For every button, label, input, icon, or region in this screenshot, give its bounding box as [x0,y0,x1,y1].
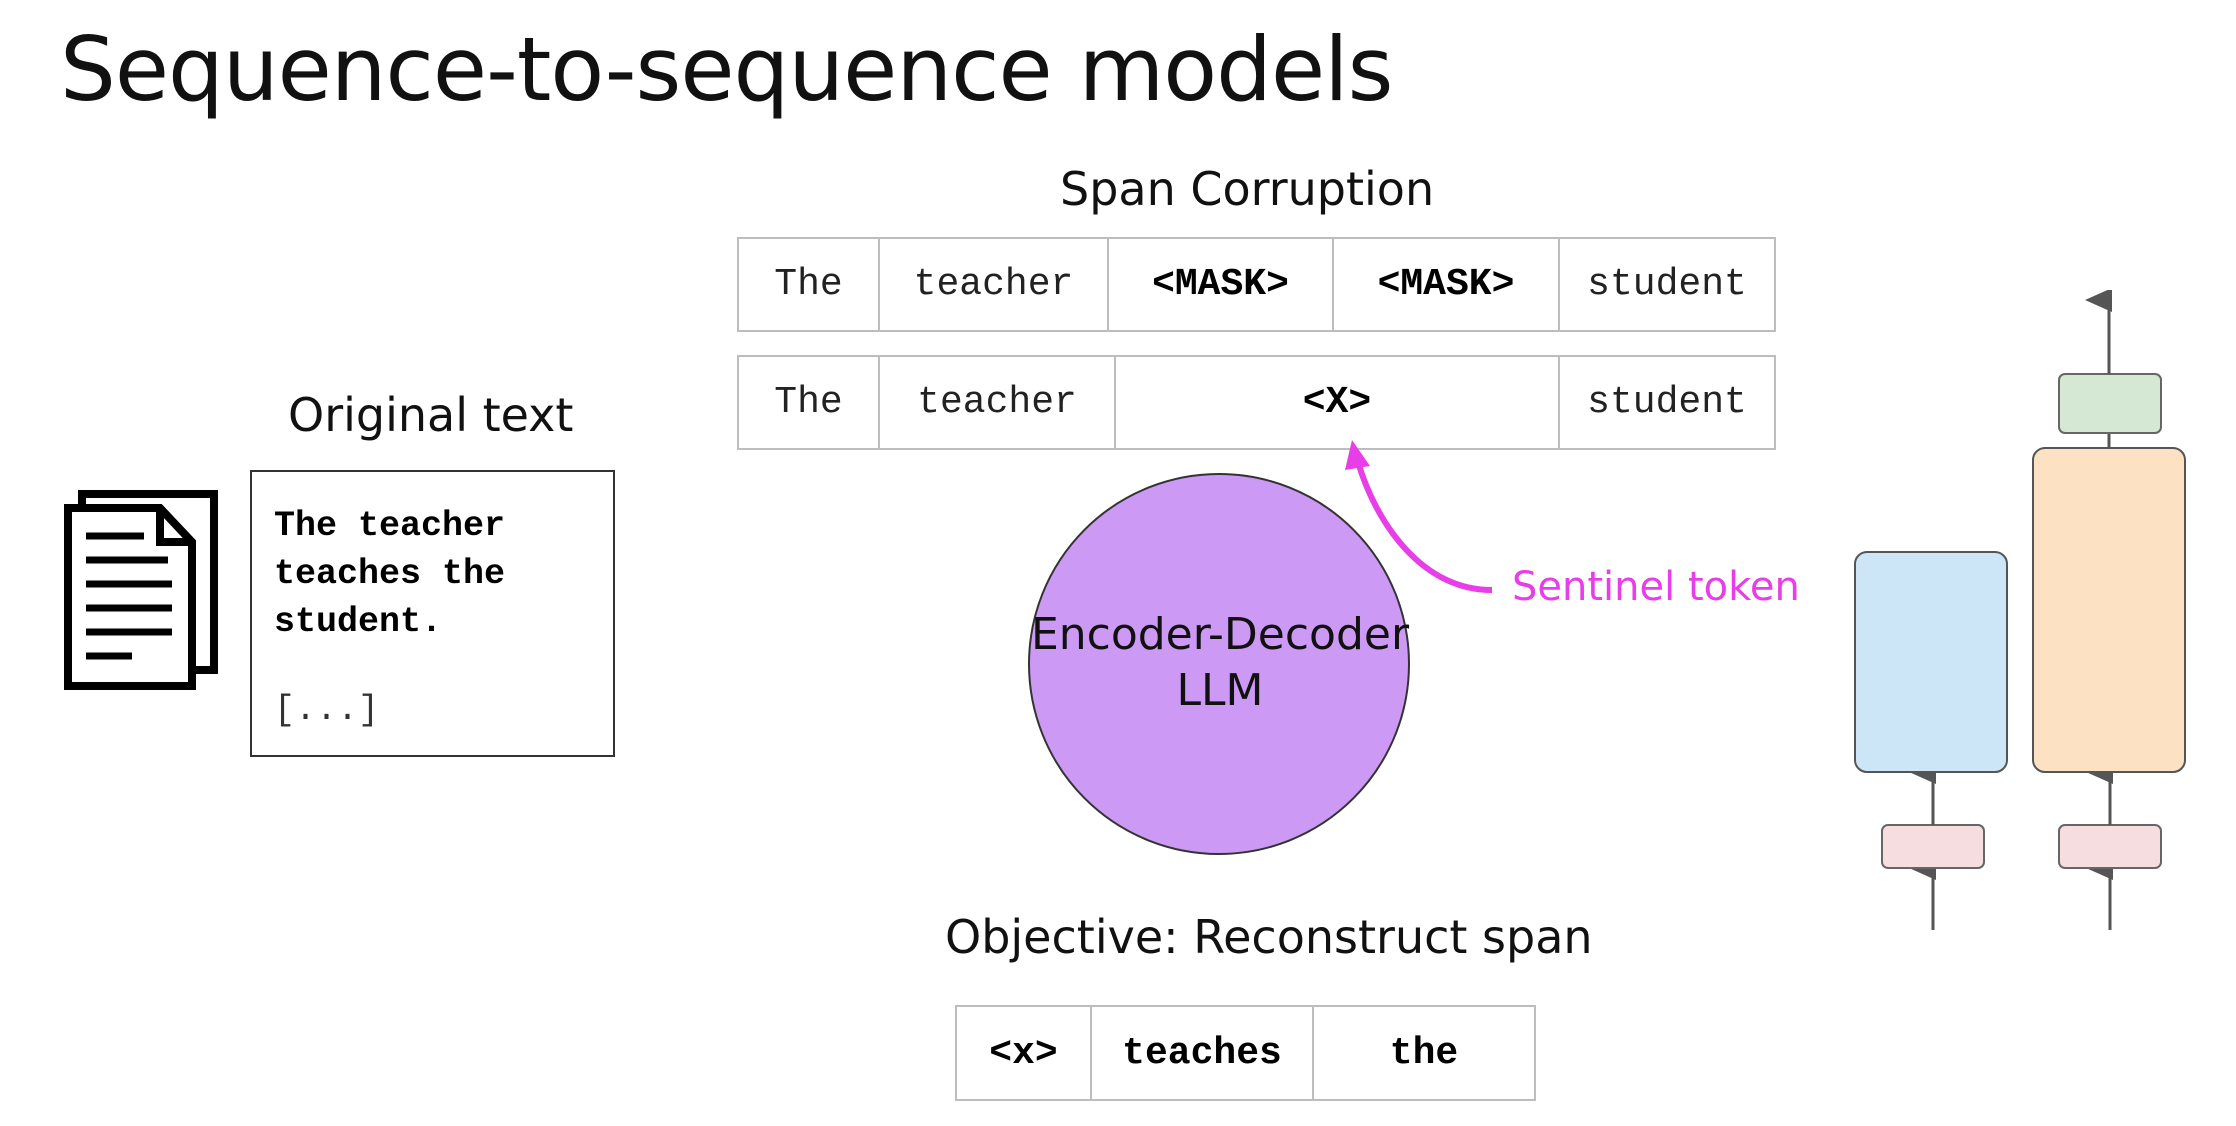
token-cell: teacher [880,357,1116,448]
mask-token-cell: <MASK> [1109,239,1334,330]
encoder-decoder-architecture-icon [1854,290,2186,930]
encoder-decoder-circle [1028,473,1410,855]
original-text-heading: Original text [288,388,574,442]
encoder-block [1854,551,2008,773]
token-cell: The [739,239,880,330]
objective-token-cell: the [1389,1031,1459,1075]
token-cell: teacher [880,239,1109,330]
original-text-ellipsis: [...] [274,690,380,730]
sentinel-arrow [1355,461,1493,593]
token-cell: student [1587,263,1747,306]
model-label: Encoder-Decoder LLM [1030,609,1410,716]
sentinel-token-label: Sentinel token [1512,564,1800,610]
output-block [2058,373,2162,434]
mask-token-cell: <MASK> [1334,239,1560,330]
original-text-body: The teacher teaches the student. [274,506,506,642]
span-corruption-heading: Span Corruption [1060,162,1435,216]
objective-token-cell: <x> [957,1007,1092,1099]
slide-title: Sequence-to-sequence models [60,18,1393,121]
sentinel-token-row: The teacher <X> student [737,355,1776,450]
masked-token-row: The teacher <MASK> <MASK> student [737,237,1776,332]
objective-token-row: <x> teaches the [955,1005,1536,1101]
original-text-box: The teacher teaches the student. [...] [250,470,615,757]
token-cell: The [739,357,880,448]
sentinel-arrowhead [1345,440,1370,470]
token-cell: student [1587,381,1747,424]
decoder-block [2032,447,2186,773]
encoder-embedding-block [1881,824,1985,869]
objective-token-cell: teaches [1092,1007,1314,1099]
objective-heading: Objective: Reconstruct span [945,910,1593,964]
sentinel-token-cell: <X> [1116,357,1560,448]
document-stack-icon [64,490,218,690]
decoder-embedding-block [2058,824,2162,869]
